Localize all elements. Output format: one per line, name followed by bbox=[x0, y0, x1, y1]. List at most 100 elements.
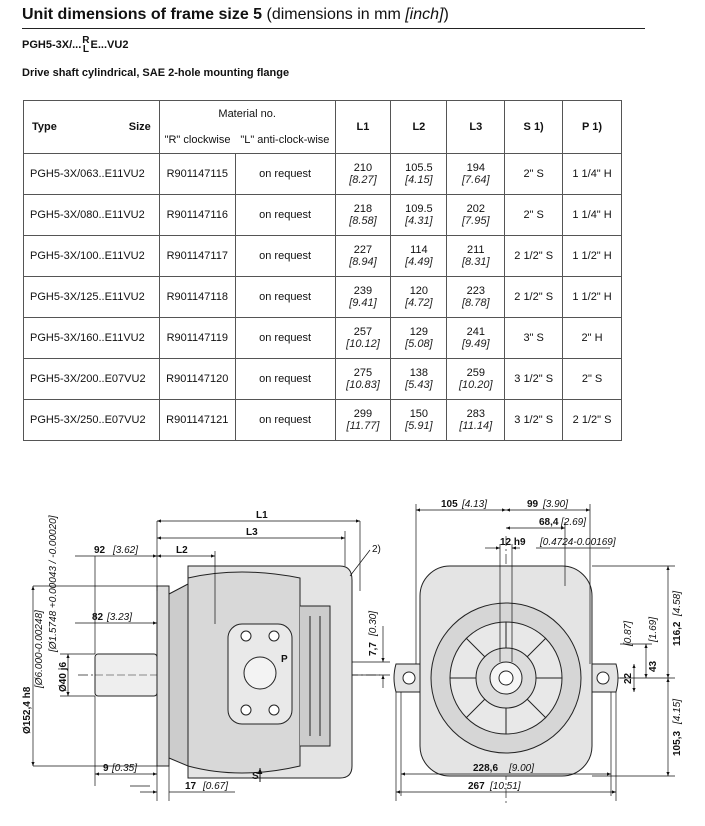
cell-s: 2" S bbox=[504, 194, 564, 236]
dim-9: 9 bbox=[103, 763, 109, 774]
dim-116: 116,2 bbox=[672, 621, 683, 646]
cell-l-anticlockwise: on request bbox=[234, 317, 336, 359]
header-l2: L2 bbox=[390, 100, 448, 154]
dim-17: 17 bbox=[185, 781, 197, 792]
cell-l-anticlockwise: on request bbox=[234, 194, 336, 236]
dim-22: 22 bbox=[623, 672, 634, 684]
dim-82: 82 bbox=[92, 612, 104, 623]
l2-inch: [5.91] bbox=[405, 420, 433, 432]
r-text: R901147121 bbox=[166, 414, 229, 426]
dim-43-inch: [1.69] bbox=[648, 617, 659, 643]
type-text: PGH5-3X/200..E07VU2 bbox=[30, 373, 146, 385]
header-r-clockwise: "R" clockwise bbox=[158, 127, 236, 154]
p-text: 1 1/4" H bbox=[572, 168, 612, 180]
header-l-anticlockwise: "L" anti-clock-wise bbox=[235, 127, 336, 154]
s-text: 3" S bbox=[523, 332, 544, 344]
l1-inch: [11.77] bbox=[346, 420, 380, 432]
l3-mm: 202 bbox=[466, 203, 485, 215]
cell-type: PGH5-3X/100..E11VU2 bbox=[23, 235, 160, 277]
r-text: R901147115 bbox=[166, 168, 228, 180]
heading-rule bbox=[22, 28, 645, 29]
cell-l-anticlockwise: on request bbox=[234, 153, 336, 195]
dim-12: 12 h9 bbox=[500, 537, 526, 548]
type-code-suffix: E...VU2 bbox=[90, 38, 129, 51]
header-type-size: Type Size bbox=[23, 100, 160, 154]
cell-p: 2 1/2" S bbox=[562, 399, 622, 441]
page-heading: Unit dimensions of frame size 5 (dimensi… bbox=[22, 6, 449, 24]
dim-l3: L3 bbox=[246, 527, 258, 538]
cell-l2: 120[4.72] bbox=[390, 276, 448, 318]
cell-p: 1 1/2" H bbox=[562, 276, 622, 318]
l2-inch: [4.15] bbox=[405, 174, 433, 186]
cell-l2: 138[5.43] bbox=[390, 358, 448, 400]
r-text: R901147116 bbox=[166, 209, 228, 221]
cell-type: PGH5-3X/250..E07VU2 bbox=[23, 399, 160, 441]
cell-s: 3" S bbox=[504, 317, 564, 359]
s-text: 2 1/2" S bbox=[514, 250, 554, 262]
l3-inch: [9.49] bbox=[462, 338, 490, 350]
cell-l1: 227[8.94] bbox=[334, 235, 392, 277]
r-text: R901147118 bbox=[166, 291, 228, 303]
cell-s: 3 1/2" S bbox=[504, 358, 564, 400]
dim-92-inch: [3.62] bbox=[112, 545, 138, 556]
type-text: PGH5-3X/100..E11VU2 bbox=[30, 250, 145, 262]
cell-l2: 109.5[4.31] bbox=[390, 194, 448, 236]
cell-l3: 202[7.95] bbox=[446, 194, 506, 236]
l1-mm: 257 bbox=[353, 326, 373, 338]
p-text: 2 1/2" S bbox=[572, 414, 612, 426]
cell-l3: 283[11.14] bbox=[446, 399, 506, 441]
cell-r-clockwise: R901147118 bbox=[158, 276, 236, 318]
table-row: PGH5-3X/063..E11VU2 R901147115 on request 2… bbox=[23, 153, 622, 195]
dimensions-table: Type Size Material no. L1 L2 L3 S 1) P 1… bbox=[23, 100, 622, 441]
dim-l2: L2 bbox=[176, 545, 188, 556]
s-text: 3 1/2" S bbox=[514, 414, 554, 426]
front-dimensions bbox=[395, 504, 675, 801]
cell-type: PGH5-3X/080..E11VU2 bbox=[23, 194, 160, 236]
dim-17-inch: [0.67] bbox=[202, 781, 228, 792]
cell-l3: 211[8.31] bbox=[446, 235, 506, 277]
cell-type: PGH5-3X/160..E11VU2 bbox=[23, 317, 160, 359]
heading-units: (dimensions in mm bbox=[266, 6, 401, 23]
cell-l-anticlockwise: on request bbox=[234, 276, 336, 318]
type-code-r: R bbox=[82, 35, 90, 46]
cell-p: 1 1/4" H bbox=[562, 194, 622, 236]
cell-p: 2" S bbox=[562, 358, 622, 400]
type-text: PGH5-3X/063..E11VU2 bbox=[30, 168, 145, 180]
dim-43: 43 bbox=[648, 660, 659, 672]
header-l3: L3 bbox=[446, 100, 506, 154]
side-dimensions bbox=[31, 519, 390, 801]
l1-mm: 218 bbox=[353, 203, 373, 215]
cell-s: 2 1/2" S bbox=[504, 276, 564, 318]
l1-mm: 227 bbox=[353, 244, 373, 256]
type-text: PGH5-3X/080..E11VU2 bbox=[30, 209, 145, 221]
table-row: PGH5-3X/080..E11VU2 R901147116 on request 2… bbox=[23, 194, 622, 236]
l3-inch: [8.78] bbox=[462, 297, 490, 309]
dim-68-inch: [2.69] bbox=[560, 517, 586, 528]
cell-r-clockwise: R901147121 bbox=[158, 399, 236, 441]
l3-inch: [10.20] bbox=[458, 379, 493, 391]
port-p-label: P bbox=[281, 654, 288, 665]
cell-l2: 114[4.49] bbox=[390, 235, 448, 277]
cell-type: PGH5-3X/063..E11VU2 bbox=[23, 153, 160, 195]
header-l1: L1 bbox=[334, 100, 392, 154]
cell-p: 1 1/2" H bbox=[562, 235, 622, 277]
cell-l-anticlockwise: on request bbox=[234, 358, 336, 400]
front-view bbox=[393, 536, 625, 806]
l1-inch: [8.27] bbox=[349, 174, 377, 186]
header-size: Size bbox=[128, 121, 151, 133]
subtitle: Drive shaft cylindrical, SAE 2-hole moun… bbox=[22, 67, 290, 79]
cell-l1: 275[10.83] bbox=[334, 358, 392, 400]
s-text: 2" S bbox=[523, 168, 544, 180]
l3-inch: [7.64] bbox=[462, 174, 490, 186]
dim-152: Ø152,4 h8 bbox=[22, 686, 33, 734]
dim-7-7: 7,7 bbox=[368, 642, 379, 656]
l-text: on request bbox=[259, 168, 312, 180]
p-text: 2" H bbox=[581, 332, 603, 344]
header-s: S 1) bbox=[504, 100, 564, 154]
dim-9-inch: [0.35] bbox=[111, 763, 137, 774]
l-text: on request bbox=[259, 209, 312, 221]
